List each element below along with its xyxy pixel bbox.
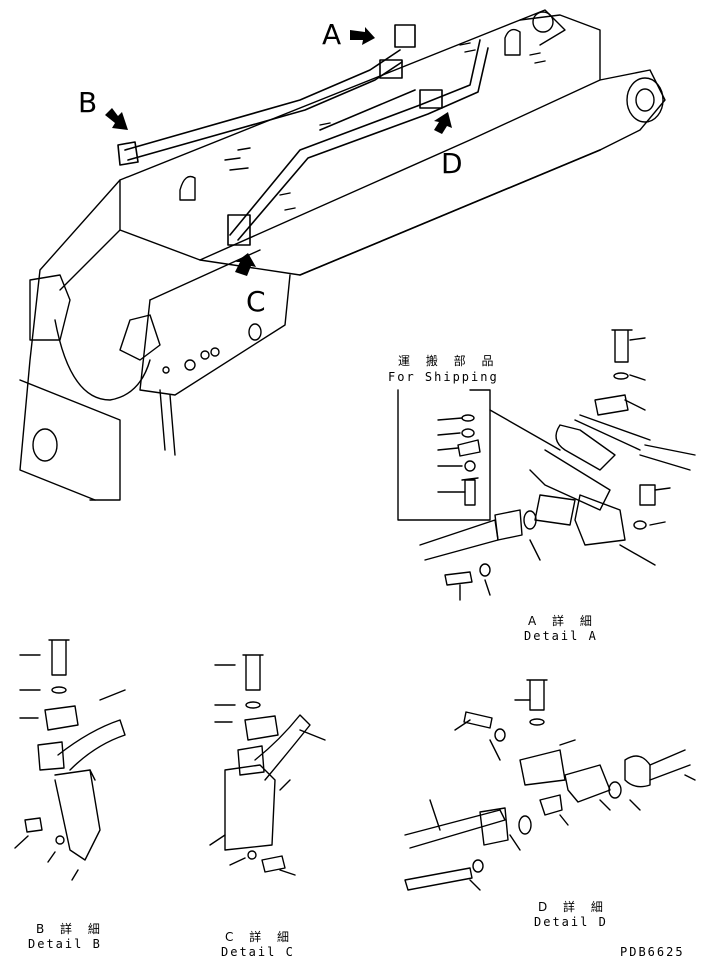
view-label-d: D (441, 147, 463, 180)
view-label-b: B (78, 86, 98, 119)
arrow-a-icon (350, 27, 375, 45)
arrow-d-icon (434, 112, 452, 134)
detail-a-label-en: Detail A (524, 629, 598, 643)
shipping-parts-box (397, 389, 561, 521)
detail-c-label-jp: C 詳 細 (225, 930, 296, 944)
detail-d-label-en: Detail D (534, 915, 608, 929)
boom-assembly (19, 9, 666, 501)
drawing-code: PDB6625 (620, 945, 685, 959)
detail-b-label-en: Detail B (28, 937, 102, 951)
detail-a-label-jp: A 詳 細 (528, 614, 598, 628)
arrow-b-icon (105, 108, 128, 130)
detail-c-drawing (209, 654, 326, 876)
detail-d-drawing (404, 679, 696, 891)
boom-piping (117, 24, 601, 276)
detail-b-drawing (14, 639, 126, 881)
detail-d-label-jp: D 詳 細 (538, 900, 609, 914)
detail-c-label-en: Detail C (221, 945, 295, 959)
shipping-label-jp: 運 搬 部 品 (398, 354, 500, 368)
view-label-c: C (246, 285, 266, 318)
view-arrows (105, 27, 452, 276)
detail-a-drawing (419, 329, 696, 601)
arrow-c-icon (235, 253, 256, 276)
view-label-a: A (322, 18, 342, 51)
detail-b-label-jp: B 詳 細 (36, 922, 106, 936)
shipping-label-en: For Shipping (388, 370, 499, 384)
